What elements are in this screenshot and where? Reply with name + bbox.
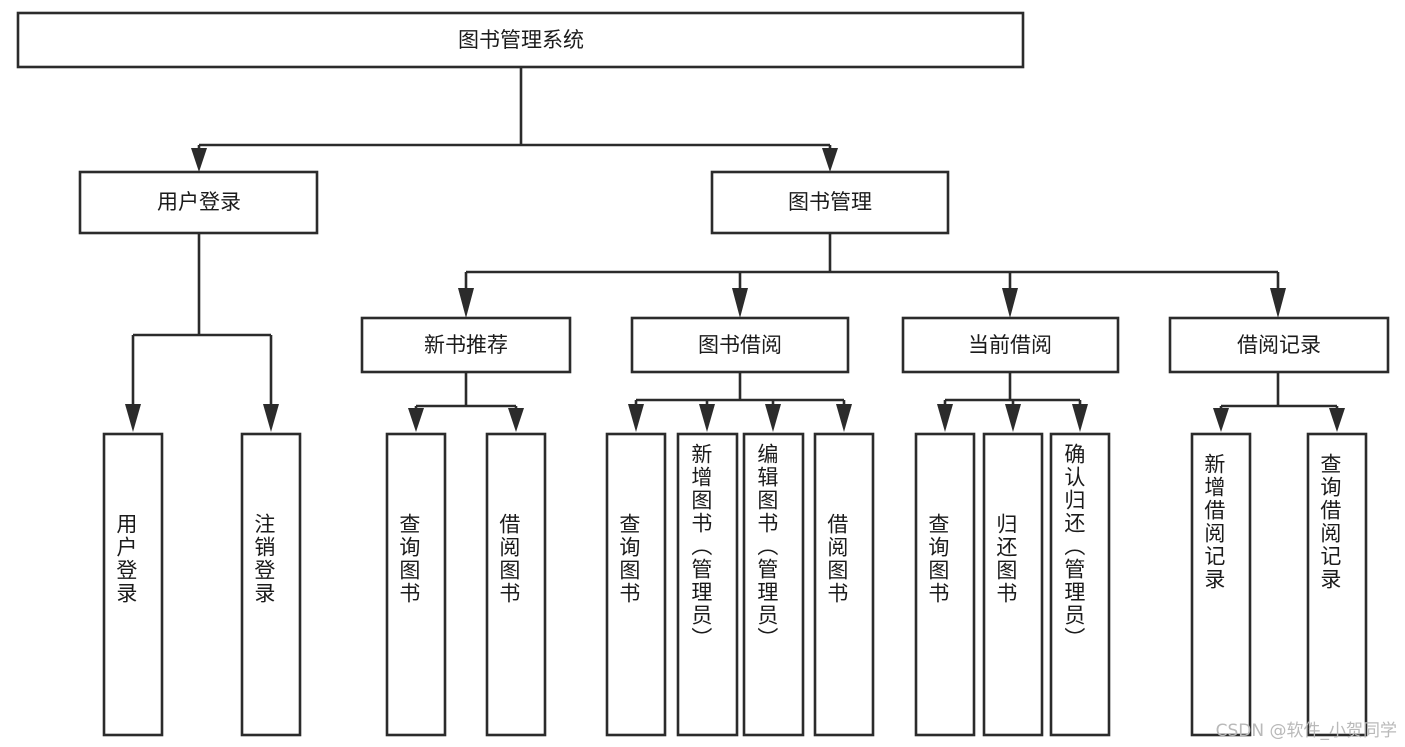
node-root[interactable] — [16, 11, 1025, 69]
node-leaf-logout[interactable] — [240, 432, 302, 737]
arrow-head-current-borrow — [1002, 288, 1018, 318]
arrow-head-new-book-recommend — [458, 288, 474, 318]
node-current-borrow[interactable] — [901, 316, 1120, 374]
arrow-head-leaf-query-book-2 — [628, 404, 644, 432]
arrow-head-borrow-record — [1270, 288, 1286, 318]
node-borrow-record-label: 借阅记录 — [1237, 333, 1321, 357]
node-current-borrow-label: 当前借阅 — [968, 333, 1052, 357]
connector-group-new-book-recommend — [408, 372, 524, 432]
arrow-head-leaf-query-record — [1329, 408, 1345, 432]
node-book-management[interactable] — [710, 170, 950, 235]
node-leaf-borrow-book-1[interactable] — [485, 432, 547, 737]
node-leaf-confirm-return[interactable] — [1049, 432, 1111, 737]
node-leaf-query-record[interactable] — [1306, 432, 1368, 737]
node-root-label: 图书管理系统 — [458, 28, 584, 52]
arrow-head-leaf-add-record — [1213, 408, 1229, 432]
arrow-head-book-borrow — [732, 288, 748, 318]
node-leaf-query-book-3[interactable] — [914, 432, 976, 737]
arrow-head-leaf-user-login — [125, 404, 141, 432]
arrow-head-leaf-query-book-3 — [937, 404, 953, 432]
connector-group-book-management — [458, 233, 1286, 318]
connector-group-book-borrow — [628, 372, 852, 432]
arrow-head-leaf-edit-book — [765, 404, 781, 432]
node-leaf-add-book[interactable] — [676, 432, 739, 737]
arrow-head-leaf-confirm-return — [1072, 404, 1088, 432]
arrow-head-leaf-add-book — [699, 404, 715, 432]
node-leaf-add-record[interactable] — [1190, 432, 1252, 737]
arrow-head-book-management — [822, 148, 838, 172]
node-leaf-user-login[interactable] — [102, 432, 164, 737]
node-book-borrow[interactable] — [630, 316, 850, 374]
node-leaf-return-book[interactable] — [982, 432, 1044, 737]
node-new-book-recommend[interactable] — [360, 316, 572, 374]
watermark-text: CSDN @软件_小贺同学 — [1215, 721, 1397, 741]
arrow-head-leaf-borrow-book-1 — [508, 408, 524, 432]
node-leaf-query-book-2[interactable] — [605, 432, 667, 737]
arrow-head-leaf-borrow-book-2 — [836, 404, 852, 432]
node-user-login-label: 用户登录 — [157, 190, 241, 214]
node-book-management-label: 图书管理 — [788, 190, 872, 214]
node-user-login[interactable] — [78, 170, 319, 235]
connector-group-current-borrow — [937, 372, 1088, 432]
connector-group-borrow-record — [1213, 372, 1345, 432]
arrow-head-user-login — [191, 148, 207, 172]
arrow-head-leaf-query-book-1 — [408, 408, 424, 432]
connector-group-user-login — [125, 233, 279, 432]
node-leaf-edit-book[interactable] — [742, 432, 805, 737]
node-borrow-record[interactable] — [1168, 316, 1390, 374]
arrow-head-leaf-return-book — [1005, 404, 1021, 432]
connector-group-root — [191, 67, 838, 172]
node-leaf-query-book-1[interactable] — [385, 432, 447, 737]
arrow-head-leaf-logout — [263, 404, 279, 432]
node-new-book-recommend-label: 新书推荐 — [424, 333, 508, 357]
node-leaf-borrow-book-2[interactable] — [813, 432, 875, 737]
node-book-borrow-label: 图书借阅 — [698, 333, 782, 357]
